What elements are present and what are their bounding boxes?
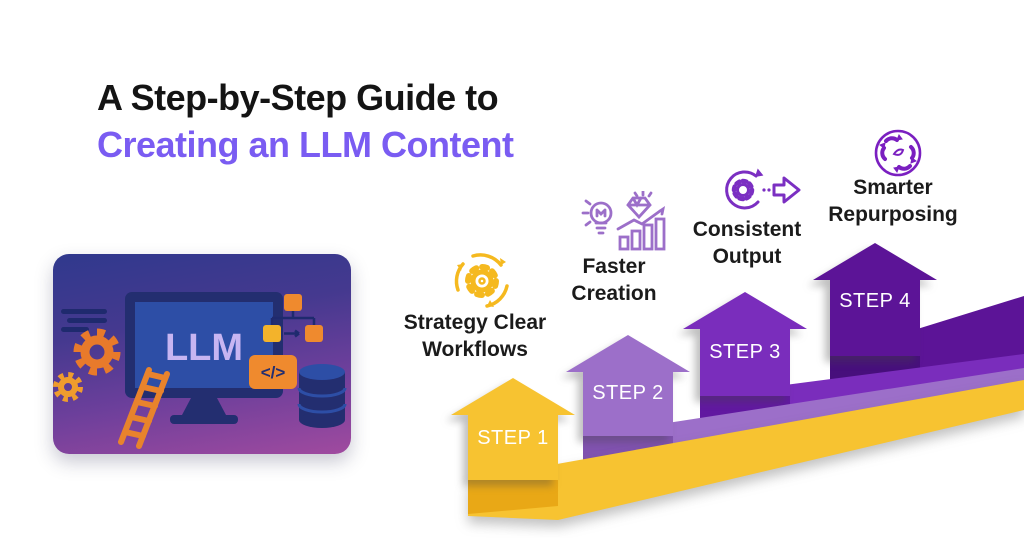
step4-badge: STEP 4 <box>839 290 911 312</box>
step1-label-line2: Workflows <box>422 338 528 361</box>
step3-label-line1: Consistent <box>692 218 802 241</box>
step3-arrow <box>683 292 807 396</box>
step4-arrow <box>813 243 937 356</box>
step1-arrow <box>451 378 575 480</box>
step2-arrow <box>566 335 690 436</box>
step3-label: Consistent Output <box>662 216 832 270</box>
step3-badge: STEP 3 <box>709 341 781 363</box>
step1-ribbon <box>468 380 1024 520</box>
step4-label-line2: Repurposing <box>828 203 958 226</box>
page-title: A Step-by-Step Guide to Creating an LLM … <box>97 74 514 168</box>
monitor-llm-text: LLM <box>165 327 243 369</box>
title-line-2: Creating an LLM Content <box>97 124 514 165</box>
step1-badge: STEP 1 <box>477 427 549 449</box>
step4-label-line1: Smarter <box>853 176 933 199</box>
gears-icon <box>53 328 121 402</box>
ladder-icon <box>118 367 170 449</box>
step3-label-line2: Output <box>712 245 782 268</box>
code-text: </> <box>261 363 286 382</box>
step1-ribbon-fold <box>468 480 558 514</box>
gear-arrow-icon <box>725 168 801 210</box>
step2-badge: STEP 2 <box>592 382 664 404</box>
idea-chart-icon <box>581 191 666 251</box>
code-block-icon: </> <box>249 355 297 389</box>
recycle-icon <box>874 129 922 177</box>
llm-illustration-card: LLM <box>53 254 351 454</box>
title-line-1: A Step-by-Step Guide to <box>97 77 499 118</box>
database-icon <box>297 364 347 428</box>
cycle-gear-icon <box>454 253 509 308</box>
steps-arrows-graphic: STEP 4 STEP 3 STEP 2 STEP 1 <box>451 243 1024 520</box>
step2-label: Faster Creation <box>529 253 699 307</box>
step1-group: STEP 1 <box>451 378 1024 520</box>
flowchart-icon <box>263 294 323 342</box>
step2-label-line1: Faster <box>582 255 646 278</box>
step1-label: Strategy Clear Workflows <box>390 309 560 363</box>
llm-illustration: LLM <box>53 292 347 449</box>
text-lines-icon <box>61 309 107 332</box>
step4-label: Smarter Repurposing <box>808 174 978 228</box>
step1-label-line1: Strategy Clear <box>403 311 547 334</box>
step2-label-line2: Creation <box>571 282 657 305</box>
